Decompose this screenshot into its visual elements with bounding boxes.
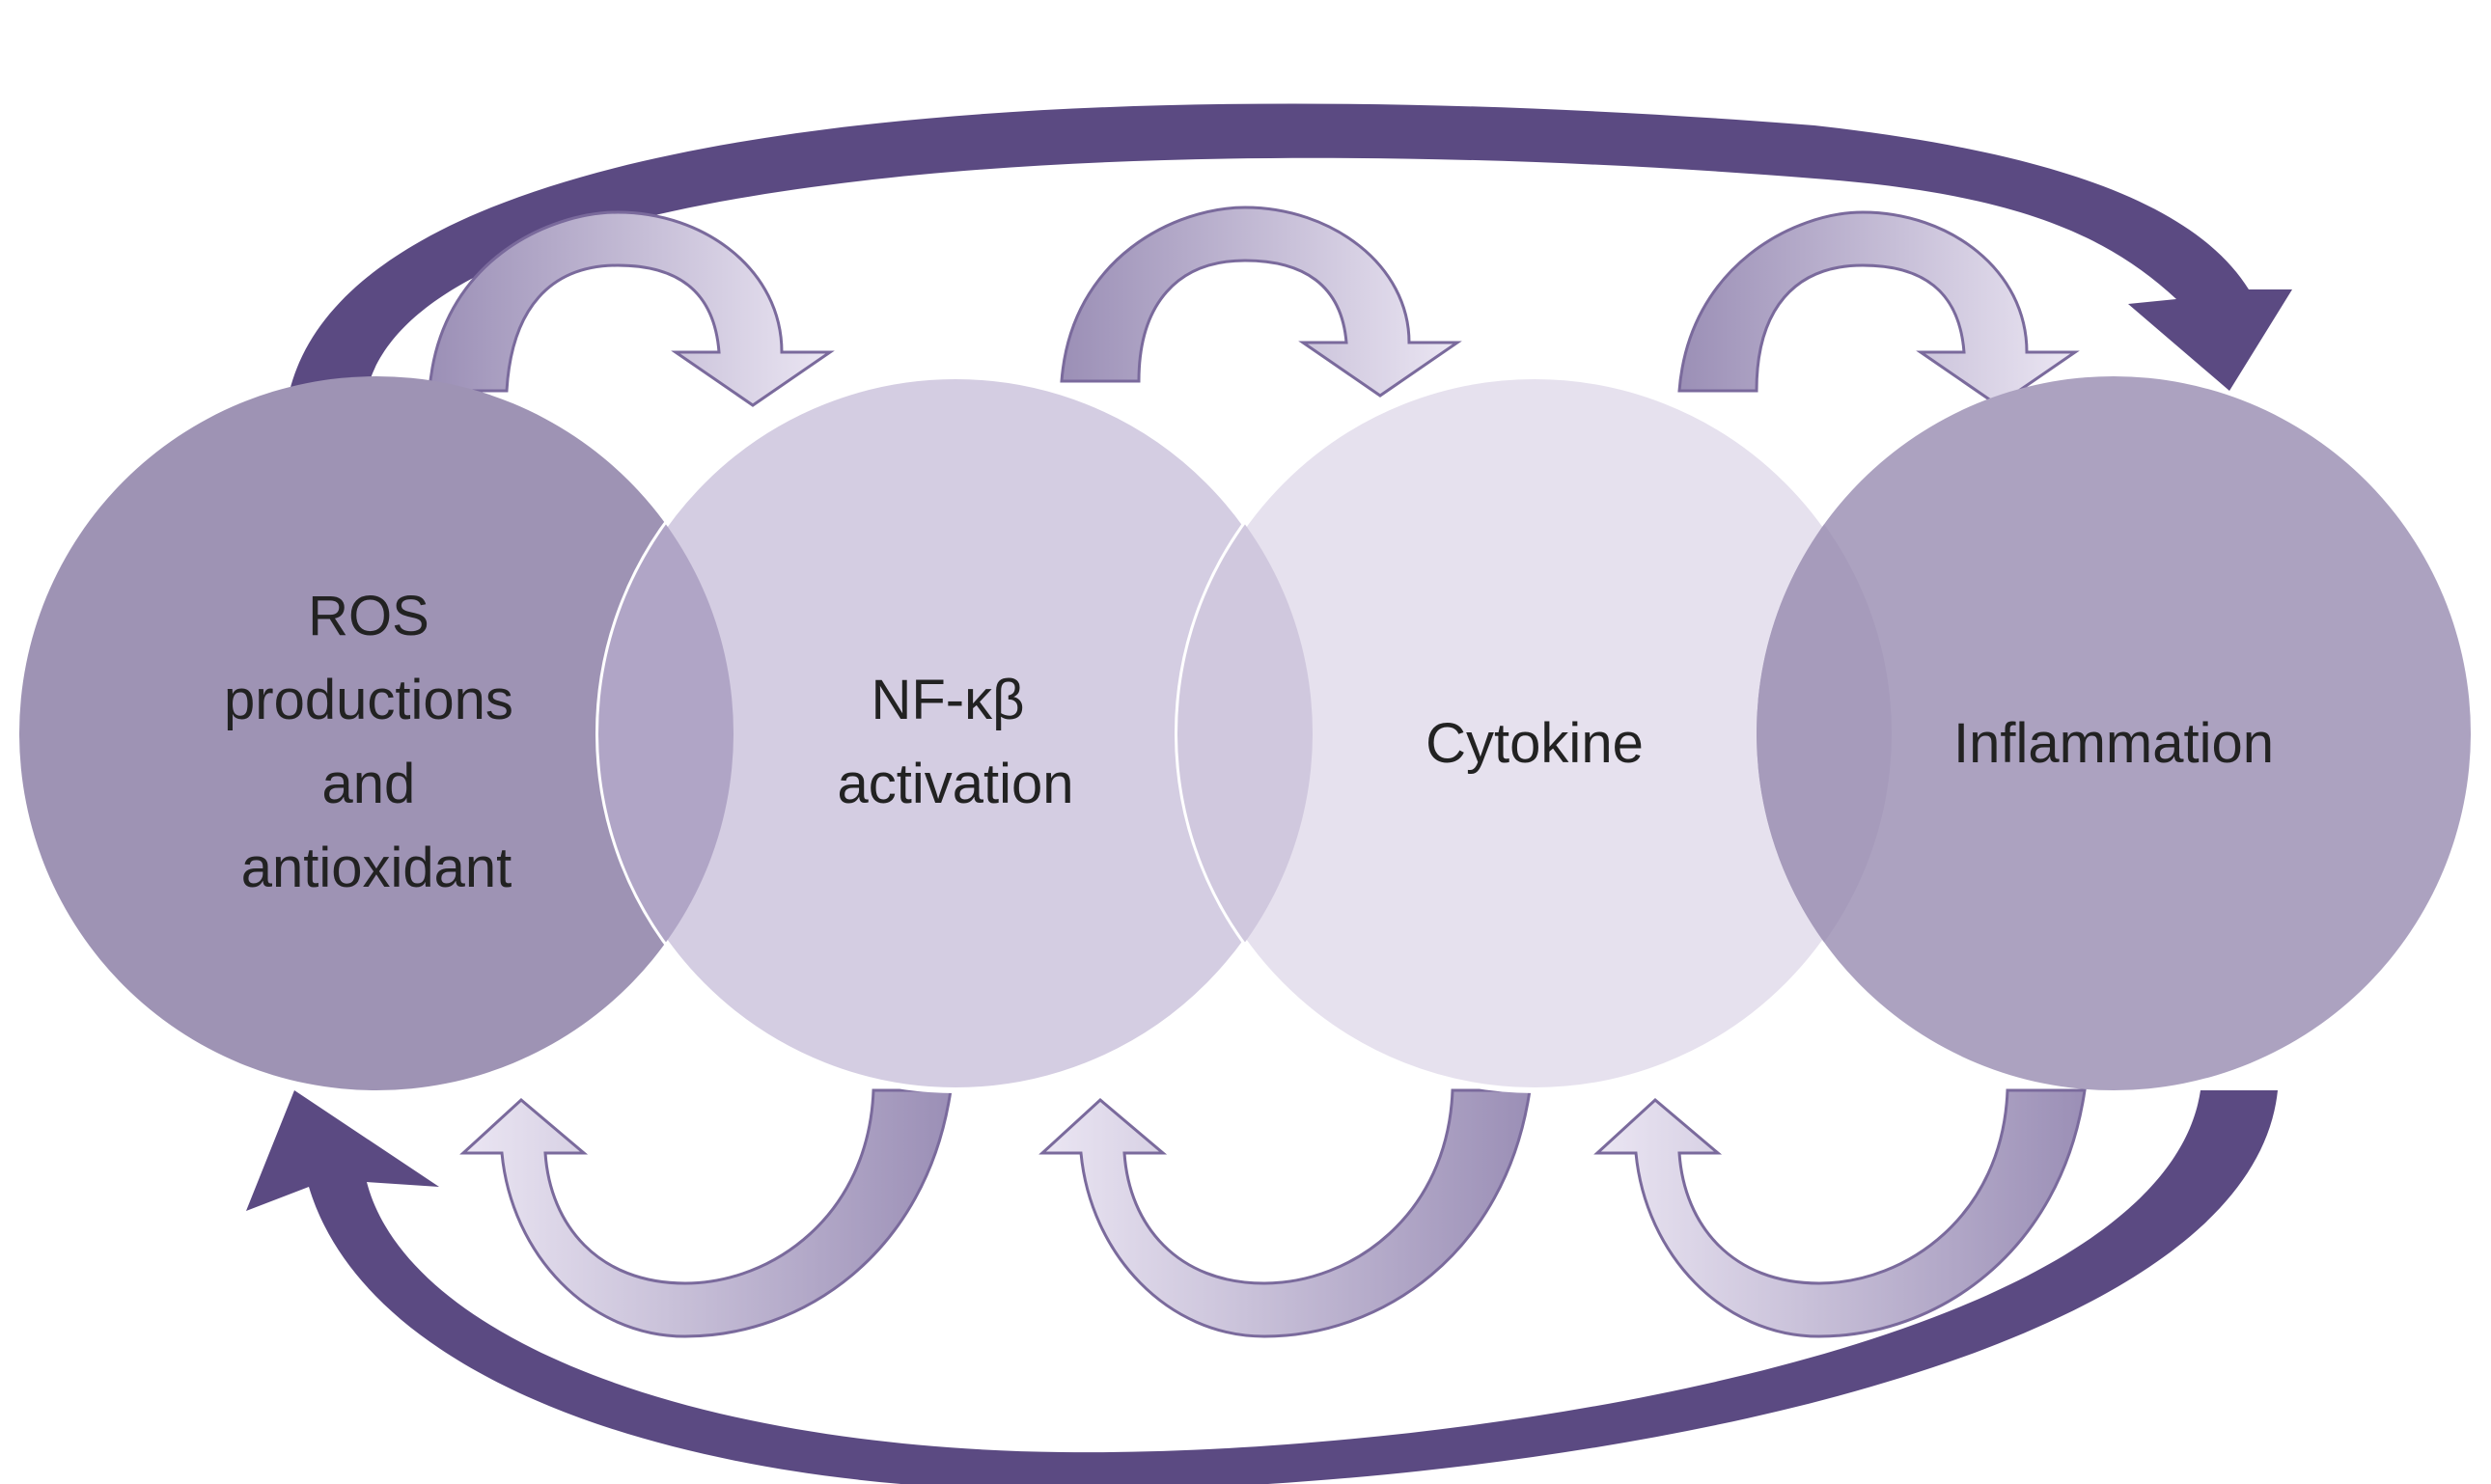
- small-arrow-top-3: [1677, 210, 2080, 407]
- label-nfkb-line-1: NF-κβ: [871, 669, 1024, 731]
- label-inflammation-line-1: Inflammation: [1953, 712, 2274, 775]
- curved-arrow-shape: [1038, 1088, 1532, 1338]
- label-cytokine-line-1: Cytokine: [1425, 712, 1644, 775]
- label-inflammation: Inflammation: [1953, 712, 2274, 775]
- small-arrow-top-1: [428, 210, 835, 407]
- curved-arrow-shape: [1593, 1088, 2087, 1338]
- outer-arrow-top-shape: [290, 103, 2292, 391]
- circle-ros: [19, 376, 733, 1090]
- curved-arrow-shape: [428, 210, 835, 407]
- curved-arrow-shape: [459, 1088, 953, 1338]
- label-ros-line-3: and: [322, 753, 416, 815]
- label-ros-line-1: ROS: [308, 585, 429, 647]
- curved-arrow-shape: [1060, 206, 1462, 398]
- label-cytokine: Cytokine: [1425, 712, 1644, 775]
- outer-arrow-bottom: [246, 1090, 2278, 1484]
- label-ros-line-4: antioxidant: [241, 837, 512, 899]
- circle-inflammation: [1757, 376, 2471, 1090]
- outer-arrow-top: [290, 103, 2292, 391]
- small-arrow-top-2: [1060, 206, 1462, 398]
- small-arrow-bottom-2: [1038, 1088, 1532, 1338]
- outer-arrow-bottom-shape: [246, 1090, 2278, 1484]
- label-nfkb: NF-κβ activation: [837, 669, 1073, 815]
- small-arrow-bottom-1: [459, 1088, 953, 1338]
- label-ros-line-2: productions: [224, 669, 513, 731]
- label-ros: ROS productions and antioxidant: [224, 585, 529, 899]
- small-arrow-bottom-3: [1593, 1088, 2087, 1338]
- curved-arrow-shape: [1677, 210, 2080, 407]
- label-nfkb-line-2: activation: [837, 753, 1073, 815]
